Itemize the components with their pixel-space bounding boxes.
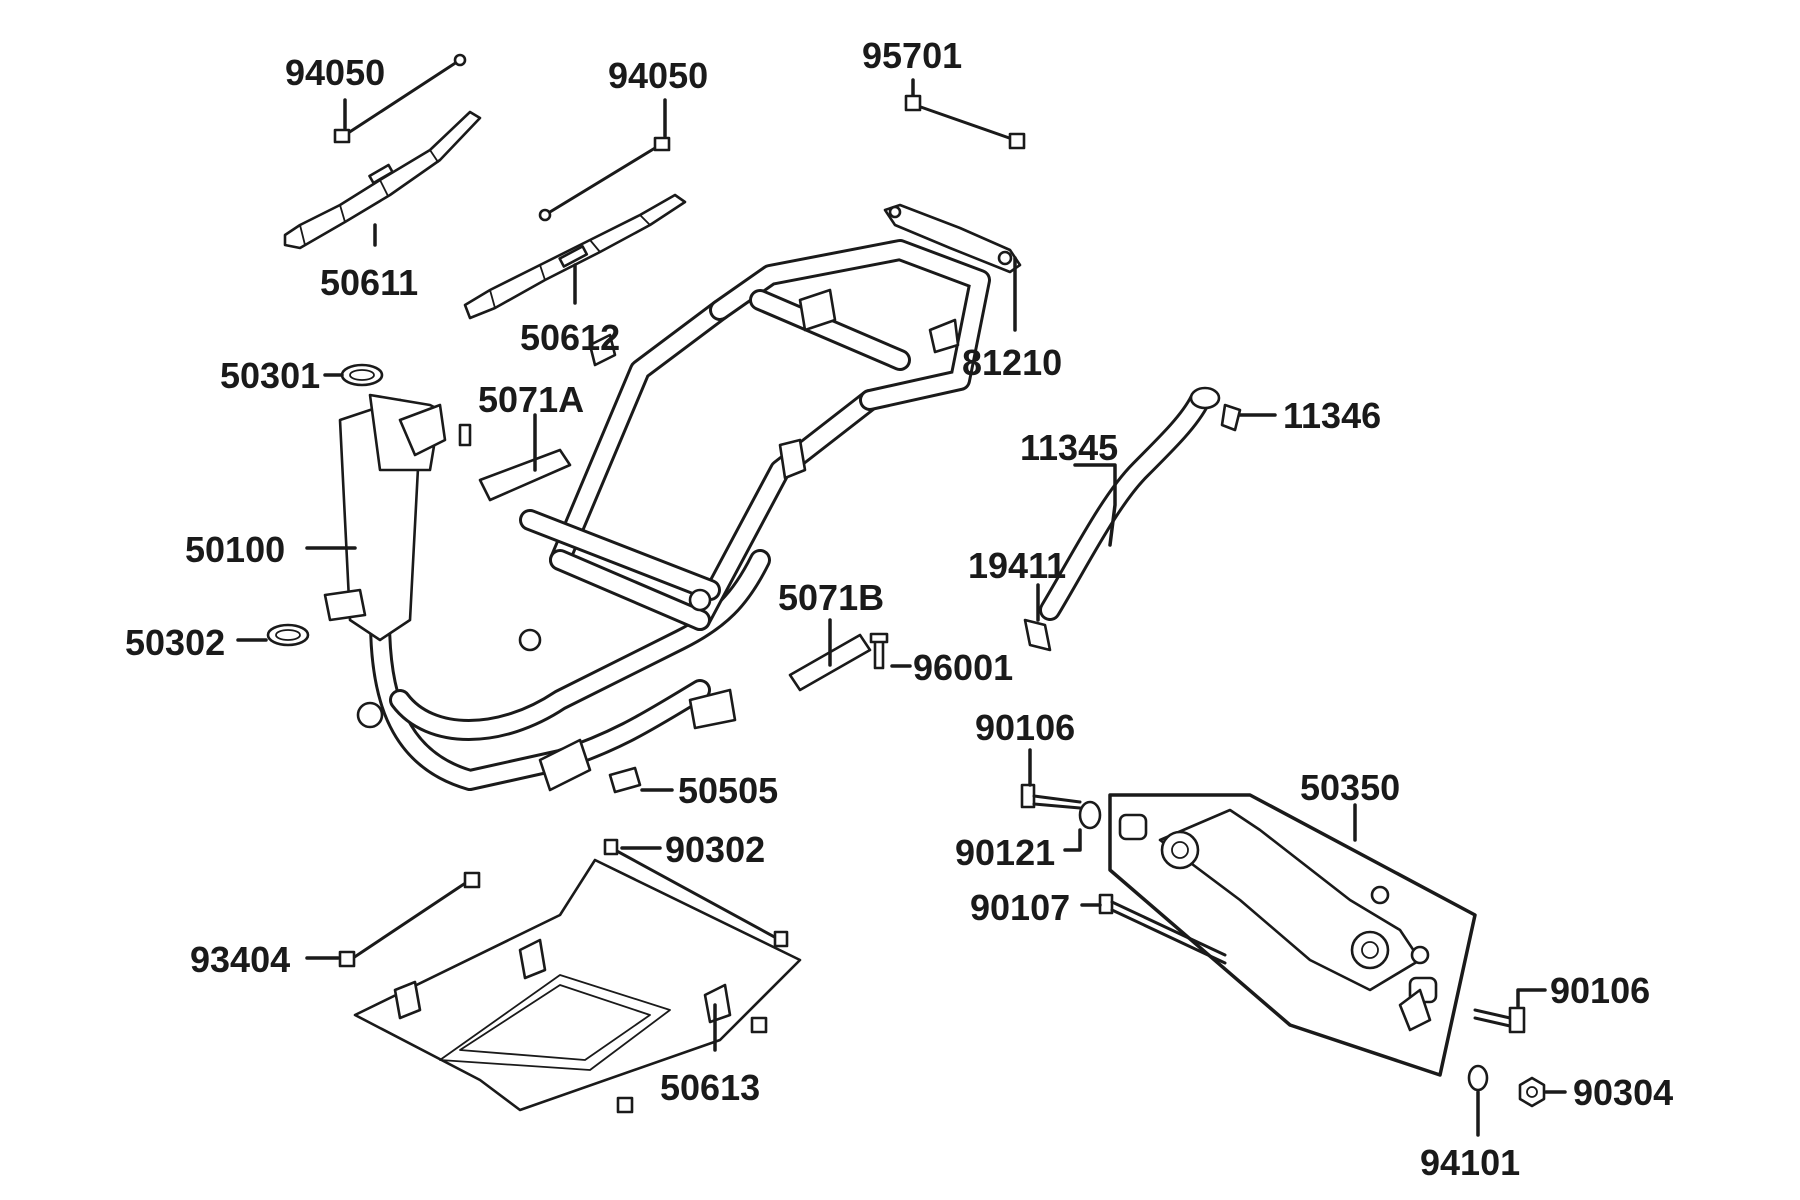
- label-50302: 50302: [125, 622, 225, 663]
- label-50100: 50100: [185, 529, 285, 570]
- seal-50302-drawing: [266, 623, 310, 647]
- label-81210: 81210: [962, 342, 1062, 383]
- label-50612: 50612: [520, 317, 620, 358]
- leader-lines: [236, 78, 1567, 1137]
- label-90302: 90302: [665, 829, 765, 870]
- label-11346: 11346: [1283, 395, 1381, 436]
- footrest-5071A-drawing: [458, 423, 572, 502]
- bolt-94050-right-drawing: [538, 136, 671, 222]
- label-90106-top: 90106: [975, 707, 1075, 748]
- label-95701: 95701: [862, 35, 962, 76]
- clamp-19411-drawing: [1023, 618, 1052, 652]
- bolt-90106-bottom-drawing: [1473, 1006, 1526, 1034]
- washer-94101-drawing: [1467, 1064, 1489, 1092]
- label-90304: 90304: [1573, 1072, 1673, 1113]
- bolt-90107-drawing: [1098, 893, 1227, 965]
- nut-90304-drawing: [1518, 1076, 1546, 1108]
- bracket-50612-drawing: [463, 193, 687, 320]
- label-50611: 50611: [320, 262, 418, 303]
- clip-50505-drawing: [608, 766, 642, 794]
- label-50505: 50505: [678, 770, 778, 811]
- label-94050-left: 94050: [285, 52, 385, 93]
- label-5071A: 5071A: [478, 379, 584, 420]
- label-93404: 93404: [190, 939, 290, 980]
- label-90106-bottom: 90106: [1550, 970, 1650, 1011]
- bolt-93404-drawing: [338, 871, 481, 968]
- under-cover-50613-drawing: [353, 858, 802, 1112]
- label-11345: 11345: [1020, 427, 1118, 468]
- label-50350: 50350: [1300, 767, 1400, 808]
- clamp-11346-drawing: [1220, 403, 1242, 432]
- label-96001: 96001: [913, 647, 1013, 688]
- bracket-81210-drawing: [883, 203, 1022, 274]
- bolt-96001-drawing: [869, 632, 889, 670]
- label-90121: 90121: [955, 832, 1055, 873]
- engine-hanger-50350-drawing: [1108, 793, 1477, 1077]
- label-19411: 19411: [968, 545, 1066, 586]
- bolt-90106-top-drawing: [1020, 783, 1082, 810]
- bracket-50611-drawing: [283, 110, 482, 250]
- hose-11345-drawing: [1039, 386, 1221, 621]
- label-5071B: 5071B: [778, 577, 884, 618]
- bolt-95701-drawing: [904, 94, 1026, 150]
- label-94101: 94101: [1420, 1142, 1520, 1183]
- washer-90121-drawing: [1078, 800, 1102, 830]
- label-90107: 90107: [970, 887, 1070, 928]
- part-labels: 94050 94050 95701 50611 50612 81210 5030…: [125, 35, 1673, 1183]
- bolts-under-cover-drawing: [616, 1016, 768, 1114]
- main-frame-drawing: [323, 239, 991, 792]
- bolt-94050-left-drawing: [333, 53, 467, 144]
- seal-50301-drawing: [340, 363, 384, 387]
- label-50613: 50613: [660, 1067, 760, 1108]
- clip-90302-drawing: [603, 838, 789, 948]
- label-94050-right: 94050: [608, 55, 708, 96]
- label-50301: 50301: [220, 355, 320, 396]
